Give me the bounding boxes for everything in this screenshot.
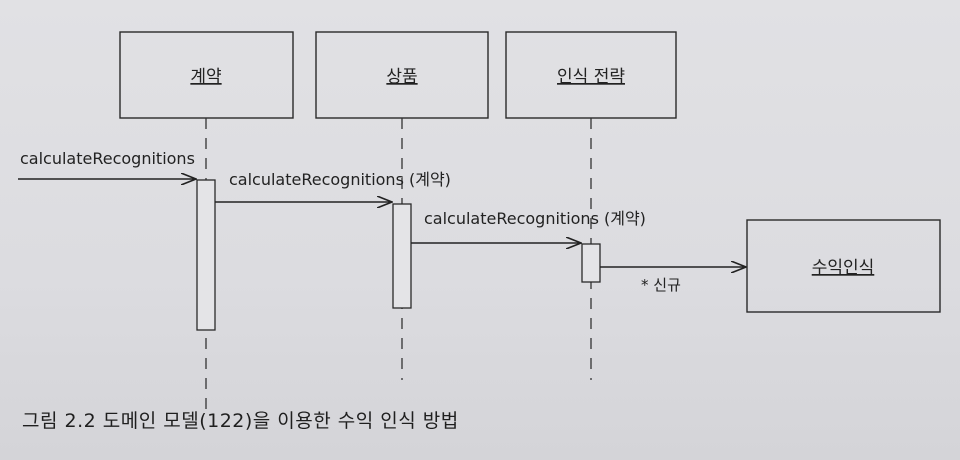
lifeline-label-product: 상품 — [386, 67, 417, 87]
created-object-label: 수익인식 — [812, 258, 875, 278]
lifeline-label-contract: 계약 — [190, 67, 221, 87]
figure-caption: 그림 2.2 도메인 모델(122)을 이용한 수익 인식 방법 — [22, 410, 459, 432]
message-label-2: calculateRecognitions (계약) — [229, 170, 451, 189]
activation-bar-contract — [196, 179, 216, 331]
activation-bar-product — [392, 203, 412, 309]
message-label-create: * 신규 — [641, 276, 681, 294]
message-label-3: calculateRecognitions (계약) — [424, 209, 646, 228]
created-object-box — [746, 219, 941, 313]
activation-bar-strategy — [581, 243, 601, 283]
lifeline-label-strategy: 인식 전략 — [557, 67, 625, 87]
message-label-1: calculateRecognitions — [20, 149, 195, 168]
